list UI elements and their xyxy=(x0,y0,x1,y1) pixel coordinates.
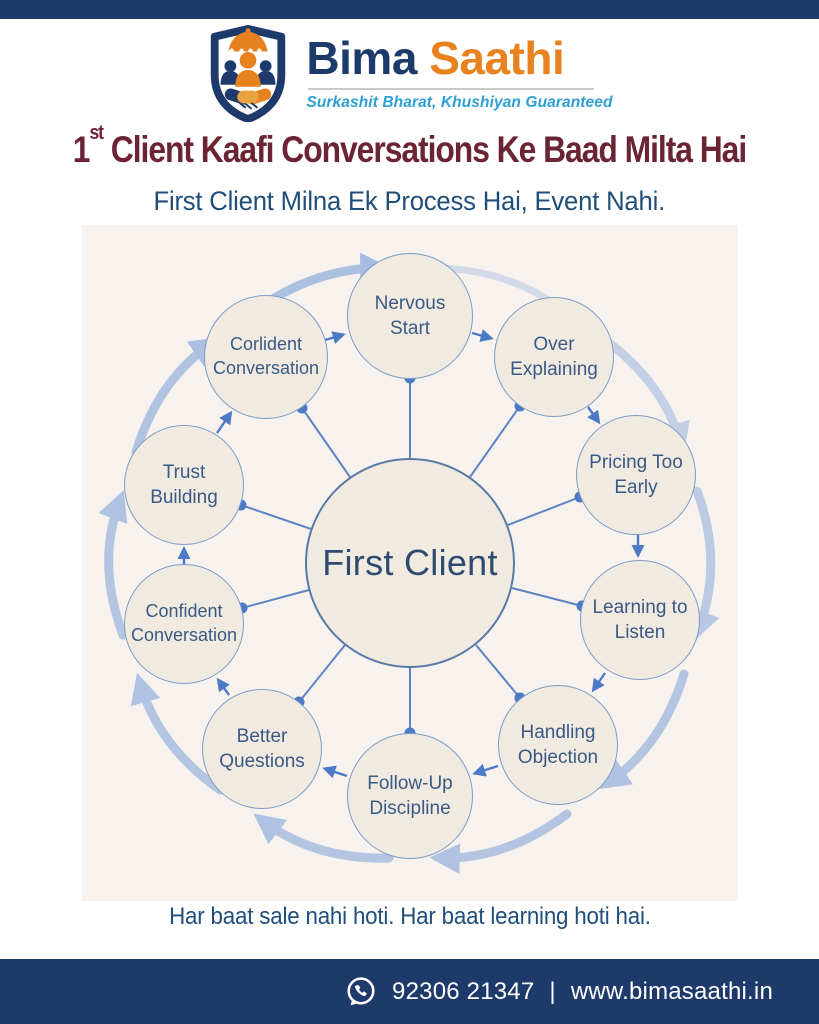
node-to-node-arrows xyxy=(177,329,645,779)
brand-text-block: Bima Saathi Surkashit Bharat, Khushiyan … xyxy=(306,34,612,111)
top-accent-bar xyxy=(0,0,819,19)
logo-section: Bima Saathi Surkashit Bharat, Khushiyan … xyxy=(0,24,819,122)
whatsapp-icon xyxy=(347,976,375,1005)
headline-number: 1 xyxy=(72,129,91,170)
brand-tagline: Surkashit Bharat, Khushiyan Guaranteed xyxy=(306,93,613,111)
headline-ordinal: st xyxy=(89,121,104,144)
node-follow-up-discipline: Follow-Up Discipline xyxy=(347,733,473,859)
hub-spokes xyxy=(240,378,583,733)
footer-separator: | xyxy=(549,977,556,1005)
brand-first-word: Bima xyxy=(306,32,417,85)
footer-tagline: Har baat sale nahi hoti. Har baat learni… xyxy=(168,903,651,930)
subheadline: First Client Milna Ek Process Hai, Event… xyxy=(153,186,666,216)
node-learning-to-listen: Learning to Listen xyxy=(580,560,700,680)
hub-circle-first-client: First Client xyxy=(305,458,515,668)
shield-umbrella-handshake-icon xyxy=(211,24,286,122)
node-corlident-conversation: Corlident Conversation xyxy=(204,295,328,419)
footer-contact-bar: 92306 21347 | www.bimasaathi.in xyxy=(0,959,819,1024)
brand-name: Bima Saathi xyxy=(306,34,612,82)
website-url: www.bimasaathi.in xyxy=(570,977,773,1005)
node-better-questions: Better Questions xyxy=(202,689,322,809)
phone-number: 92306 21347 xyxy=(392,977,535,1005)
node-confident-conversation: Confident Conversation xyxy=(124,564,244,684)
headline-text: Client Kaafi Conversations Ke Baad Milta… xyxy=(103,129,747,170)
cycle-diagram-panel: First Client Nervous Start Over Explaini… xyxy=(82,225,738,901)
node-over-explaining: Over Explaining xyxy=(494,297,614,417)
node-nervous-start: Nervous Start xyxy=(347,253,473,379)
node-trust-building: Trust Building xyxy=(124,425,244,545)
brand-divider-line xyxy=(308,87,595,90)
brand-second-word: Saathi xyxy=(429,32,565,85)
node-handling-objection: Handling Objection xyxy=(498,685,618,805)
headline: 1st Client Kaafi Conversations Ke Baad M… xyxy=(0,122,819,171)
node-pricing-too-early: Pricing Too Early xyxy=(576,415,696,535)
